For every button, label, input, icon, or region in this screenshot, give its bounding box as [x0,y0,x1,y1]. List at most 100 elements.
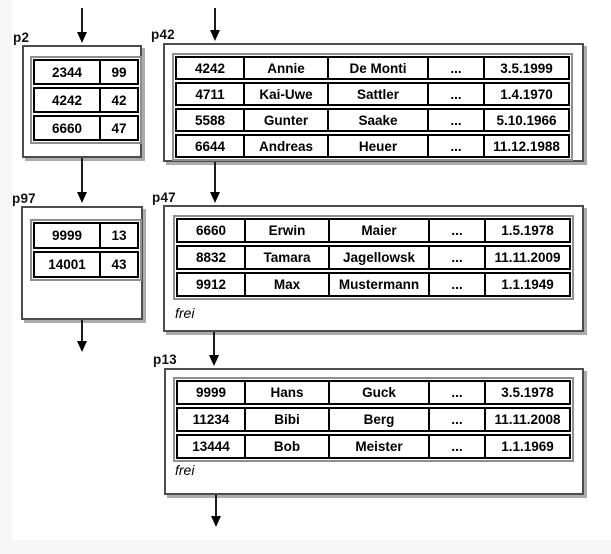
table-cell: ... [428,247,484,268]
table-cell: De Monti [327,58,427,78]
table-cell: Andreas [243,136,327,156]
page-label-p42: p42 [151,27,175,42]
table-cell: 13444 [192,439,230,454]
table-cell: 47 [99,117,137,139]
table-cell: ... [428,220,484,241]
record-table: 6660 Erwin Maier ... 1.5.1978 8832 Tamar… [173,215,574,300]
arrow-p2-to-p97-line [81,158,83,193]
table-row: 4711 Kai-Uwe Sattler ... 1.4.1970 [175,82,570,106]
arrow-down-icon [211,516,221,527]
table-cell: 11.11.2008 [484,409,569,430]
table-cell: 11.11.2009 [484,247,569,268]
table-cell: 6660 [195,223,227,238]
table-cell: 11.12.1988 [483,136,568,156]
record-table: 9999 13 14001 43 [30,219,142,281]
table-row: 6644 Andreas Heuer ... 11.12.1988 [175,134,570,158]
table-cell: 13 [99,224,137,247]
free-space-label: frei [175,462,195,478]
table-cell: 6660 [51,120,83,136]
record-table: 2344 99 4242 42 6660 47 [30,56,142,144]
table-cell: 1.4.1970 [483,84,568,104]
table-cell: 3.5.1999 [483,58,568,78]
record-table: 9999 Hans Guck ... 3.5.1978 11234 Bibi B… [173,377,574,462]
table-row: 9999 Hans Guck ... 3.5.1978 [176,380,571,405]
table-cell: Bibi [244,409,328,430]
table-cell: Berg [328,409,428,430]
table-cell: 11234 [192,412,230,427]
table-cell: 9999 [195,385,227,400]
arrow-down-icon [77,341,87,352]
table-cell: 99 [99,61,137,83]
table-cell: Annie [243,58,327,78]
arrow-p47-to-p13-line [213,332,215,356]
table-row: 6660 47 [33,115,139,141]
arrow-down-icon [77,192,87,203]
table-cell: 5588 [194,112,226,128]
page-label-p97: p97 [12,191,36,206]
page-label-p2: p2 [13,30,30,45]
table-cell: ... [428,436,484,457]
table-cell: Kai-Uwe [243,84,327,104]
page-label-p47: p47 [152,190,176,205]
table-cell: 1.1.1949 [484,274,569,295]
table-cell: 14001 [48,257,86,272]
table-cell: ... [428,409,484,430]
table-cell: Maier [328,220,428,241]
arrow-p13-out-line [215,495,217,517]
table-row: 9999 13 [33,222,139,249]
table-row: 9912 Max Mustermann ... 1.1.1949 [176,272,571,297]
table-row: 11234 Bibi Berg ... 11.11.2008 [176,407,571,432]
table-cell: Saake [327,110,427,130]
table-cell: ... [428,382,484,403]
page-node-p47: 6660 Erwin Maier ... 1.5.1978 8832 Tamar… [163,205,584,332]
arrow-p42-to-p47-line [214,162,216,193]
table-cell: 1.5.1978 [484,220,569,241]
table-row: 4242 Annie De Monti ... 3.5.1999 [175,56,570,80]
page-node-p97: 9999 13 14001 43 [21,206,143,320]
table-cell: Erwin [244,220,328,241]
table-cell: 4711 [195,86,225,102]
table-cell: 8832 [195,250,227,265]
table-cell: Jagellowsk [328,247,428,268]
table-cell: Hans [244,382,328,403]
page-node-p13: 9999 Hans Guck ... 3.5.1978 11234 Bibi B… [164,368,584,495]
table-cell: 9999 [51,228,83,243]
table-cell: 4242 [194,60,226,76]
arrow-down-icon [209,355,219,366]
table-row: 6660 Erwin Maier ... 1.5.1978 [176,218,571,243]
table-cell: Sattler [327,84,427,104]
arrow-down-icon [210,192,220,203]
table-cell: ... [427,110,483,130]
table-cell: 4242 [51,92,83,108]
free-space-label: frei [175,305,195,321]
table-row: 4242 42 [33,87,139,113]
table-cell: Tamara [244,247,328,268]
table-row: 5588 Gunter Saake ... 5.10.1966 [175,108,570,132]
table-cell: Mustermann [328,274,428,295]
table-cell: ... [428,274,484,295]
arrow-p97-out-line [81,320,83,342]
table-cell: Guck [328,382,428,403]
table-cell: 1.1.1969 [484,436,569,457]
table-cell: 6644 [194,138,226,154]
table-cell: 2344 [51,64,83,80]
table-cell: ... [427,84,483,104]
table-cell: 9912 [195,277,227,292]
table-row: 2344 99 [33,59,139,85]
arrow-down-icon [77,32,87,43]
table-cell: Heuer [327,136,427,156]
table-cell: 42 [99,89,137,111]
table-row: 8832 Tamara Jagellowsk ... 11.11.2009 [176,245,571,270]
table-cell: Gunter [243,110,327,130]
table-cell: Max [244,274,328,295]
table-cell: ... [427,58,483,78]
table-cell: Meister [328,436,428,457]
arrow-down-icon [210,30,220,41]
table-cell: 5.10.1966 [483,110,568,130]
page-node-p42: 4242 Annie De Monti ... 3.5.1999 4711 Ka… [163,43,584,162]
record-table: 4242 Annie De Monti ... 3.5.1999 4711 Ka… [172,53,573,161]
page-node-p2: 2344 99 4242 42 6660 47 [22,45,142,158]
arrow-into-p42-line [214,8,216,31]
arrow-into-p2-line [81,8,83,33]
